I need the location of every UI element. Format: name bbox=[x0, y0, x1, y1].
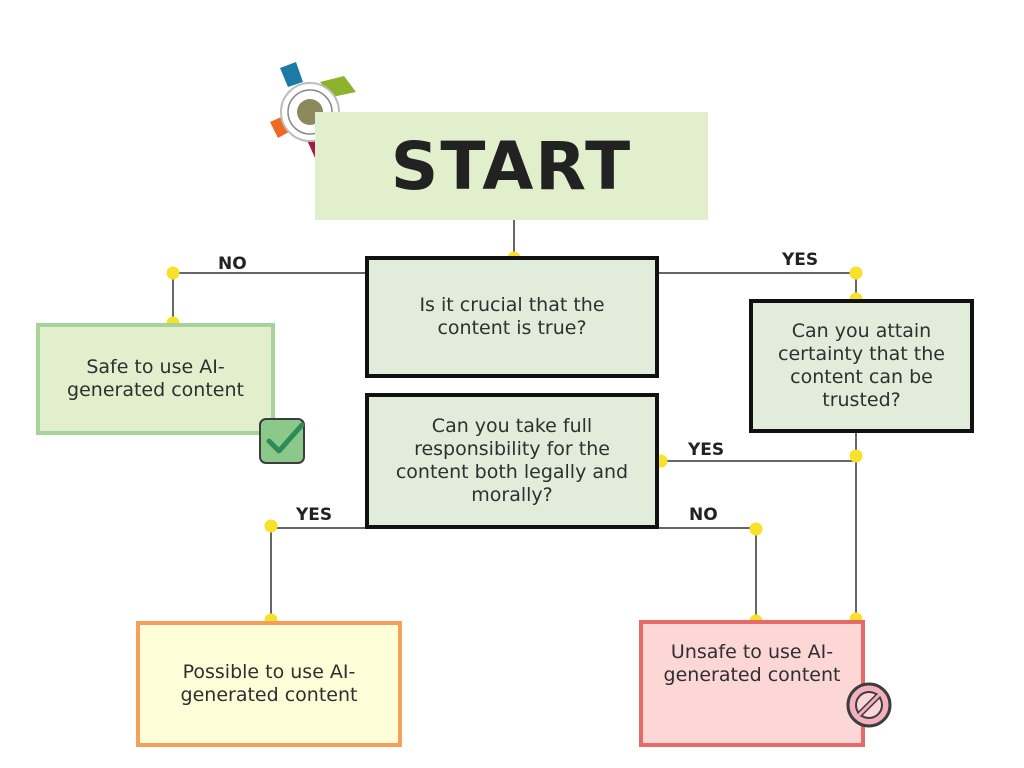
connector-q1-no bbox=[172, 272, 365, 323]
outcome-possible-node: Possible to use AI-generated content bbox=[136, 621, 402, 747]
edge-label-crucial-no: NO bbox=[218, 254, 247, 274]
edge-label-certainty-yes: YES bbox=[688, 440, 725, 460]
connector-dot bbox=[849, 449, 863, 463]
edge-label-crucial-yes: YES bbox=[782, 250, 819, 270]
outcome-safe-node: Safe to use AI-generated content bbox=[36, 323, 275, 435]
outcome-unsafe-text: Unsafe to use AI-generated content bbox=[663, 641, 841, 686]
edge-label-responsibility-yes: YES bbox=[296, 505, 333, 525]
outcome-possible-text: Possible to use AI-generated content bbox=[180, 661, 358, 706]
connector-q1-yes bbox=[659, 272, 857, 299]
question-crucial-text: Is it crucial that the content is true? bbox=[419, 294, 605, 339]
connector-dot bbox=[749, 522, 763, 536]
connector-dot bbox=[849, 266, 863, 280]
question-crucial-node: Is it crucial that the content is true? bbox=[365, 256, 659, 378]
connector-q2-no bbox=[659, 527, 757, 621]
question-responsibility-node: Can you take full responsibility for the… bbox=[365, 393, 659, 529]
start-node: START bbox=[315, 112, 708, 220]
outcome-safe-text: Safe to use AI-generated content bbox=[67, 356, 244, 401]
prohibited-icon bbox=[846, 682, 892, 728]
pinwheel-logo-icon bbox=[270, 62, 356, 160]
question-certainty-node: Can you attain certainty that the conten… bbox=[749, 299, 974, 433]
outcome-unsafe-node: Unsafe to use AI-generated content bbox=[639, 620, 865, 747]
start-label: START bbox=[390, 127, 633, 205]
edge-label-responsibility-no: NO bbox=[689, 505, 718, 525]
checkmark-icon bbox=[259, 418, 305, 464]
connector-dot bbox=[264, 519, 278, 533]
question-certainty-text: Can you attain certainty that the conten… bbox=[778, 320, 945, 411]
question-responsibility-text: Can you take full responsibility for the… bbox=[395, 415, 629, 506]
connector-dot bbox=[166, 266, 180, 280]
connector-q2-yes bbox=[270, 527, 365, 621]
